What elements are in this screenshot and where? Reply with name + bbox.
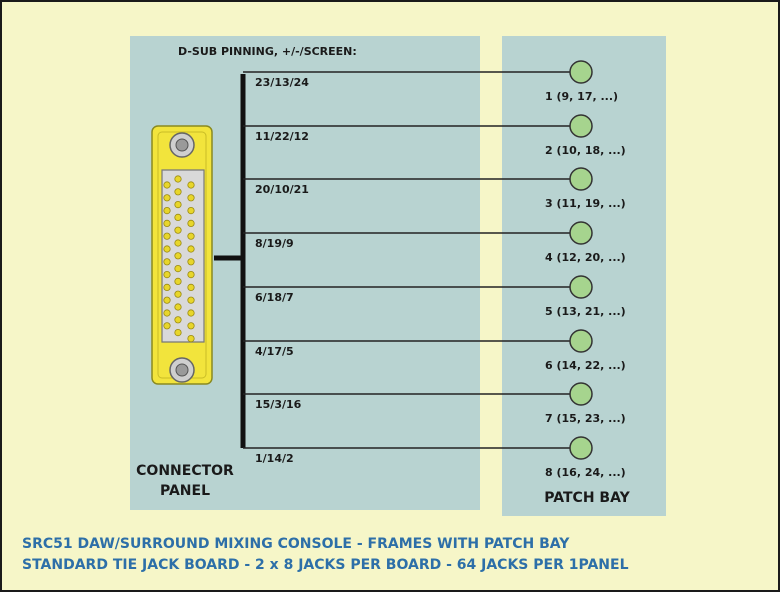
dsub-pin-icon [174,175,182,183]
footer-line-2: STANDARD TIE JACK BOARD - 2 x 8 JACKS PE… [22,557,629,573]
dsub-pin-icon [163,245,171,253]
dsub-pin-icon [163,270,171,279]
dsub-pin-icon [187,322,195,330]
pin-label: 11/22/12 [255,130,309,143]
jack-label: 4 (12, 20, ...) [545,251,626,264]
dsub-pin-icon [187,245,195,253]
jack-socket-icon [569,114,593,138]
dsub-pin-icon [163,283,171,291]
pin-label: 4/17/5 [255,345,294,358]
dsub-pin-icon [163,207,171,215]
jack-label: 2 (10, 18, ...) [545,144,626,157]
dsub-pin-icon [174,201,182,209]
jack-label: 1 (9, 17, ...) [545,90,619,103]
dsub-pin-icon [174,264,182,273]
dsub-pin-icon [174,303,182,311]
dsub-pin-icon [163,181,171,189]
connector-label-line-2: PANEL [159,483,210,499]
dsub-pin-icon [174,239,182,247]
dsub-pin-icon [187,232,195,240]
patch-bay-label: PATCH BAY [544,490,630,506]
jack-socket-icon [569,275,593,299]
pin-label: 1/14/2 [255,452,294,465]
dsub-pin-icon [163,194,171,202]
jack-socket-icon [569,221,593,245]
dsub-pin-icon [187,219,195,227]
dsub-pin-icon [174,328,182,337]
dsub-pin-icon [174,316,182,324]
jack-socket-icon [569,329,593,353]
dsub-pin-icon [174,188,182,196]
pin-label: 15/3/16 [255,398,302,411]
jack-socket-icon [569,382,593,406]
jack-label: 3 (11, 19, ...) [545,197,626,210]
jack-socket-icon [569,60,593,84]
pin-label: 23/13/24 [255,76,309,89]
jack-label: 6 (14, 22, ...) [545,359,626,372]
dsub-pin-icon [187,296,195,304]
dsub-pin-icon [174,277,182,285]
jack-label: 8 (16, 24, ...) [545,466,626,479]
dsub-pin-icon [187,258,195,266]
dsub-pin-icon [163,219,171,227]
dsub-pin-icon [163,296,171,304]
jack-socket-icon [569,167,593,191]
dsub-pin-icon [187,181,195,189]
jack-socket-icon [569,436,593,460]
connector-label-line-1: CONNECTOR [136,463,234,479]
pin-label: 20/10/21 [255,183,309,196]
dsub-pin-icon [174,213,182,221]
dsub-pin-icon [163,232,171,240]
connector-panel-label: CONNECTOR PANEL [130,461,240,501]
dsub-pin-icon [174,252,182,260]
dsub-pin-icon [187,334,195,343]
dsub-pin-icon [174,226,182,234]
pinning-header: D-SUB PINNING, +/-/SCREEN: [178,45,357,58]
jack-label: 7 (15, 23, ...) [545,412,626,425]
dsub-pin-icon [187,270,195,279]
dsub-connector-icon [151,125,213,385]
dsub-pin-icon [187,207,195,215]
dsub-pin-icon [163,322,171,330]
dsub-pin-icon [163,309,171,317]
pin-label: 8/19/9 [255,237,294,250]
jack-label: 5 (13, 21, ...) [545,305,626,318]
dsub-pin-icon [187,309,195,317]
dsub-pin-icon [163,258,171,266]
dsub-pin-icon [187,194,195,202]
footer-line-1: SRC51 DAW/SURROUND MIXING CONSOLE - FRAM… [22,536,570,552]
dsub-pin-icon [174,290,182,298]
dsub-pin-icon [187,283,195,291]
pin-label: 6/18/7 [255,291,294,304]
